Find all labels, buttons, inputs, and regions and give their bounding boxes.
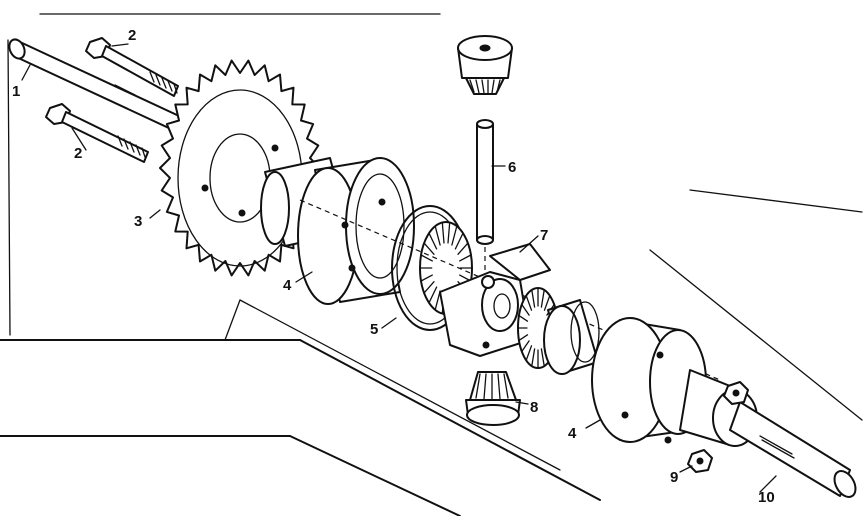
label-6: 6 (508, 159, 516, 176)
callouts: 1 2 2 3 4 4 5 6 7 8 9 10 (12, 27, 775, 506)
label-1: 1 (12, 83, 20, 100)
label-2b: 2 (74, 145, 82, 162)
axle-pin (8, 38, 193, 137)
bolt-lower (45, 103, 149, 163)
label-10: 10 (758, 489, 775, 506)
label-8: 8 (530, 399, 538, 416)
label-4b: 4 (568, 425, 577, 442)
label-2a: 2 (128, 27, 136, 44)
label-3: 3 (134, 213, 142, 230)
hub-housing-left (297, 157, 415, 305)
cross-pin (476, 119, 494, 245)
label-9: 9 (670, 469, 678, 486)
nut-upper (723, 381, 749, 405)
carrier-block (439, 243, 551, 357)
background-lines (0, 13, 863, 516)
pinion-gear-top (457, 35, 513, 95)
label-7: 7 (540, 227, 548, 244)
side-gear-right (517, 287, 600, 375)
label-4a: 4 (283, 277, 292, 294)
leader-lines (21, 43, 777, 493)
output-shaft (679, 369, 857, 498)
pinion-gear-bottom (465, 371, 521, 426)
label-5: 5 (370, 321, 378, 338)
nut-lower (687, 449, 713, 473)
bolt-upper (85, 37, 179, 97)
